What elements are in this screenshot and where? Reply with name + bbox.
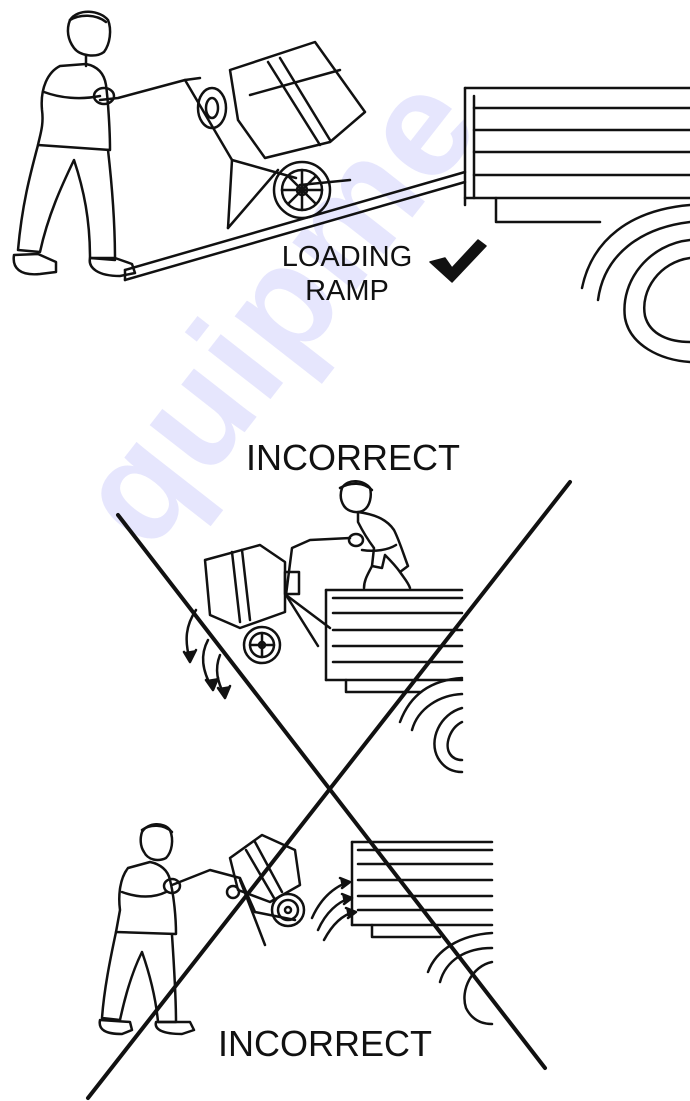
loading-ramp-label-line2: RAMP <box>272 274 422 308</box>
truck-top <box>465 88 690 362</box>
cement-mixer-bottom <box>172 835 304 945</box>
worker-top <box>14 12 135 276</box>
cement-mixer-top <box>100 42 365 228</box>
truck-middle <box>326 590 462 772</box>
cross-out-lines <box>88 482 570 1098</box>
worker-middle <box>340 481 410 588</box>
middle-panel <box>184 481 462 772</box>
loading-ramp-label: LOADING RAMP <box>272 240 422 308</box>
incorrect-label-middle: INCORRECT <box>246 438 460 478</box>
cement-mixer-middle <box>205 538 350 663</box>
bottom-panel <box>100 824 492 1034</box>
truck-bottom <box>352 842 492 1024</box>
incorrect-label-bottom: INCORRECT <box>218 1024 432 1064</box>
loading-ramp-label-line1: LOADING <box>272 240 422 274</box>
impact-arrows <box>312 878 356 940</box>
top-panel <box>14 12 690 362</box>
worker-bottom <box>100 824 194 1034</box>
check-icon <box>430 240 486 282</box>
